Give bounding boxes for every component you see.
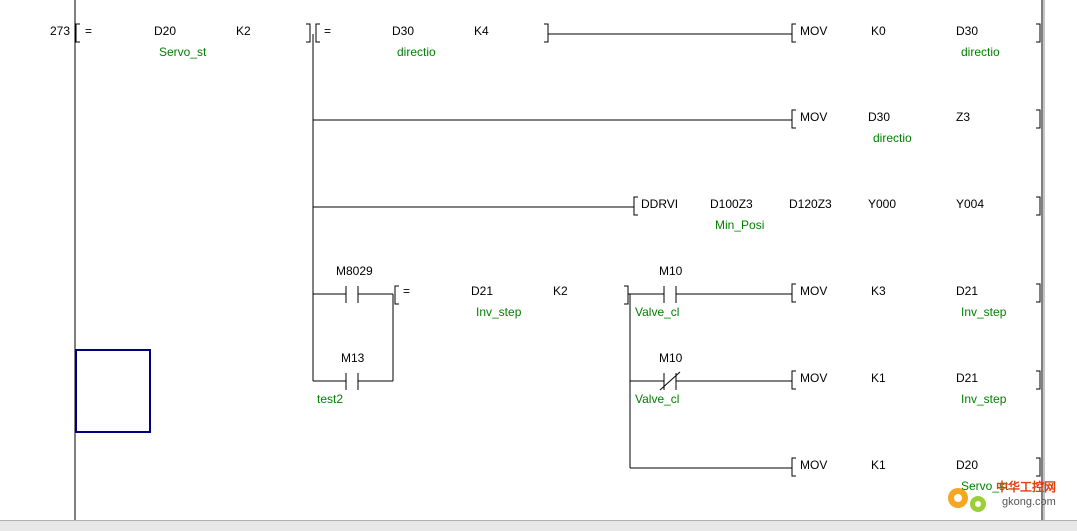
- instr5-command[interactable]: MOV: [800, 371, 828, 385]
- instr4-source[interactable]: K3: [871, 284, 886, 298]
- eq2-operator: =: [324, 24, 332, 38]
- instr5-dest-comment: Inv_step: [961, 392, 1007, 406]
- m13-label[interactable]: M13: [341, 351, 365, 365]
- eq3-operator: =: [403, 284, 411, 298]
- instr6-source[interactable]: K1: [871, 458, 886, 472]
- eq2-operand-b[interactable]: K4: [474, 24, 489, 38]
- instr2-source[interactable]: D30: [868, 110, 891, 124]
- instr3-param4[interactable]: Y004: [956, 197, 985, 211]
- instr4-command[interactable]: MOV: [800, 284, 828, 298]
- instruction-bracket: [791, 370, 796, 390]
- instruction-bracket: [633, 196, 638, 216]
- instr2-command[interactable]: MOV: [800, 110, 828, 124]
- status-bar: [0, 520, 1077, 531]
- instr6-command[interactable]: MOV: [800, 458, 828, 472]
- instr1-command[interactable]: MOV: [800, 24, 828, 38]
- eq3-operand-b[interactable]: K2: [553, 284, 568, 298]
- instr6-dest-comment: Servo_st: [961, 479, 1009, 493]
- instr4-dest[interactable]: D21: [956, 284, 979, 298]
- cursor-box[interactable]: [75, 349, 151, 433]
- instr3-param2[interactable]: D120Z3: [789, 197, 832, 211]
- step-number: 273: [50, 24, 71, 38]
- instr4-dest-comment: Inv_step: [961, 305, 1007, 319]
- instr1-dest[interactable]: D30: [956, 24, 979, 38]
- instr3-command[interactable]: DDRVI: [641, 197, 679, 211]
- instr3-param1[interactable]: D100Z3: [710, 197, 753, 211]
- m10a-comment: Valve_cl: [635, 305, 680, 319]
- eq1-operand-a[interactable]: D20: [154, 24, 177, 38]
- instr1-dest-comment: directio: [961, 45, 1000, 59]
- eq2-operand-a[interactable]: D30: [392, 24, 415, 38]
- compare-contact-bracket: [394, 285, 399, 305]
- instruction-bracket: [791, 283, 796, 303]
- gear-icon: [948, 488, 986, 512]
- watermark-url: gkong.com: [1002, 496, 1056, 508]
- compare-contact-bracket: [315, 23, 320, 43]
- m10b-comment: Valve_cl: [635, 392, 680, 406]
- instr5-source[interactable]: K1: [871, 371, 886, 385]
- instruction-bracket: [791, 23, 796, 43]
- instr3-param1-comment: Min_Posi: [715, 218, 765, 232]
- eq3-operand-a[interactable]: D21: [471, 284, 494, 298]
- m8029-label[interactable]: M8029: [336, 264, 373, 278]
- watermark-text: 中华工控网: [996, 480, 1057, 494]
- watermark: 中华工控网 gkong.com: [940, 476, 1070, 522]
- instruction-bracket: [791, 109, 796, 129]
- eq3-comment: Inv_step: [476, 305, 522, 319]
- eq2-comment: directio: [397, 45, 436, 59]
- eq1-operator: =: [85, 24, 93, 38]
- instr6-dest[interactable]: D20: [956, 458, 979, 472]
- instr3-param3[interactable]: Y000: [868, 197, 897, 211]
- instr2-dest[interactable]: Z3: [956, 110, 971, 124]
- compare-contact-bracket: [75, 23, 80, 43]
- instr5-dest[interactable]: D21: [956, 371, 979, 385]
- m10a-label[interactable]: M10: [659, 264, 683, 278]
- instr2-source-comment: directio: [873, 131, 912, 145]
- instr1-source[interactable]: K0: [871, 24, 886, 38]
- m13-comment: test2: [317, 392, 344, 406]
- instruction-bracket: [791, 457, 796, 477]
- m10b-label[interactable]: M10: [659, 351, 683, 365]
- eq1-operand-b[interactable]: K2: [236, 24, 251, 38]
- eq1-comment: Servo_st: [159, 45, 207, 59]
